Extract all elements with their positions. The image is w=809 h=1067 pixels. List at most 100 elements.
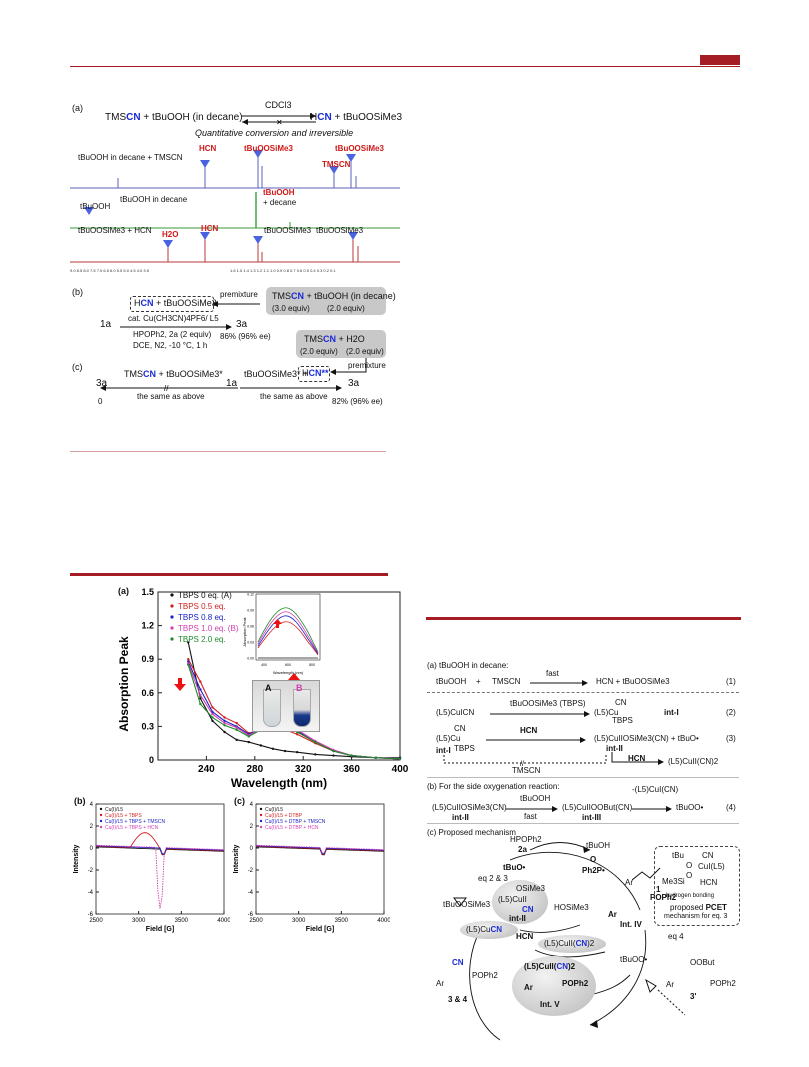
int-v-top: (L5)CuII(CN)2 [524, 962, 576, 971]
uv-data-point [247, 735, 250, 738]
grey-box-1-eq2: (2.0 equiv) [327, 304, 365, 313]
c-hcn-box [298, 366, 330, 382]
pcet-hcn: HCN [700, 878, 718, 887]
int-ii-label: int-II [509, 914, 526, 923]
grey-box-1-line1: TMSCN + tBuOOH (in decane) [272, 291, 396, 301]
prod-3a: 3a [236, 319, 248, 330]
uv-data-point [211, 716, 214, 719]
scheme-divider [70, 451, 386, 452]
down-arrow-icon [174, 678, 186, 691]
cucn-text: (L5)CuCN [466, 925, 503, 934]
eq3-cn: CN [454, 724, 466, 733]
c-left-reagents: TMSCN + tBuOOSiMe3* [124, 369, 223, 379]
nmr-h2o: H2O [162, 230, 179, 239]
equilibrium-arrows: ✕ [242, 113, 316, 126]
int-iv-ar: Ar [608, 910, 617, 919]
int-ii-cn: CN [522, 905, 534, 914]
uv-data-point [295, 750, 299, 754]
uv-data-point [211, 712, 214, 716]
c-3a-right: 3a [348, 378, 360, 389]
epr-ytick-label: -6 [248, 912, 254, 918]
eq3-num: (3) [726, 734, 736, 743]
epr-legend-item: Cu(I)/L5 + TBPS [105, 813, 142, 819]
prod3-oobut: OOBut [690, 958, 715, 967]
uv-xtick-label: 280 [246, 764, 263, 775]
cucn-bubble [460, 921, 518, 939]
nmr-buoosime3-3: tBuOOSiMe3 [264, 226, 312, 235]
eq1-plus: + [476, 677, 481, 686]
eq2-tbps: TBPS [612, 716, 633, 725]
int-iv-label: Int. IV [620, 920, 642, 929]
uv-legend-marker [170, 615, 174, 619]
svg-text:✕: ✕ [276, 118, 283, 126]
epr-series-line [95, 844, 225, 909]
eq1-fast: fast [546, 669, 559, 678]
eq3-tmscn: TMSCN [512, 766, 541, 775]
epr-xlabel: Field [G] [146, 926, 174, 933]
olefin-ar: Ar [625, 878, 633, 887]
epr-legend-marker [259, 825, 263, 829]
mech-eq4-ref: eq 4 [668, 932, 684, 941]
mech-hcn: HCN [516, 932, 534, 941]
uv-legend-item: TBPS 1.0 eq. (B) [178, 624, 239, 633]
uv-data-point [223, 721, 226, 725]
premix-label-2: premixture [348, 361, 386, 370]
up-arrow-icon [288, 673, 300, 686]
uv-data-point [247, 740, 250, 744]
uv-ytick-label: 0.9 [141, 654, 154, 664]
c-arrow-left: // [100, 384, 238, 392]
mech-eq23: eq 2 & 3 [478, 874, 508, 883]
eq1-arrow [530, 680, 588, 686]
eq4-fast: fast [524, 812, 537, 821]
inset-xtick-label: 800 [309, 663, 315, 667]
grey-box-2-eq1: (2.0 equiv) [300, 347, 338, 356]
uv-data-point [187, 660, 190, 663]
mech-hosime3: HOSiMe3 [554, 903, 589, 912]
epr-xtick-label: 3000 [292, 918, 306, 924]
eq3-right: (L5)CuIIOSiMe3(CN) + tBuO• [594, 734, 699, 743]
grey-box-2 [296, 330, 386, 358]
uv-data-point [314, 753, 317, 756]
epr-xtick-label: 2500 [249, 918, 263, 924]
reactant-tmscn: TMSCN + tBuOOH (in decane) [105, 112, 243, 123]
pcet-proposed: proposed PCET [670, 903, 727, 912]
uv-ylabel: Absorption Peak [117, 636, 131, 732]
uv-ytick-label: 1.5 [141, 587, 154, 597]
epr-frame [255, 803, 385, 915]
uv-data-point [211, 706, 214, 709]
epr-ytick-label: -4 [248, 890, 254, 896]
eq3-hcn2: HCN [628, 754, 646, 763]
epr-series-line [255, 844, 385, 854]
epr-ytick-label: -4 [88, 890, 94, 896]
epr-ytick-label: 4 [250, 802, 254, 808]
vial-b-label: B [296, 683, 303, 693]
uv-xtick-label: 320 [295, 764, 312, 775]
svg-text:Wavelength (nm): Wavelength (nm) [273, 670, 304, 675]
pcet-cu: CuI(L5) [698, 862, 725, 871]
uv-data-point [235, 738, 238, 742]
premix-label-1: premixture [220, 290, 258, 299]
uv-data-point [350, 754, 353, 757]
inset-ytick-label: 0.12 [247, 593, 254, 597]
epr-ytick-label: 0 [250, 846, 254, 852]
epr-xtick-label: 4000 [377, 918, 390, 924]
inset-ytick-label: 0.09 [247, 609, 254, 613]
cu2cn2-text: (L5)CuII(CN)2 [544, 939, 595, 948]
epr-ylabel: Intensity [233, 845, 240, 874]
uv-data-point [223, 730, 226, 734]
eq-divider-2 [427, 777, 739, 778]
epr-ytick-label: -2 [88, 868, 94, 874]
uv-label-a: (a) [118, 586, 129, 596]
epr-ylabel: Intensity [73, 845, 80, 874]
c-mid: tBuOOSiMe3* + [244, 369, 309, 379]
uv-plot-frame [157, 591, 401, 761]
uv-xlabel: Wavelength (nm) [231, 776, 327, 790]
sm-1a: 1a [100, 319, 112, 330]
epr-legend-item: Cu(I)/L5 + DTBP + HCN [265, 825, 319, 831]
eq4-num: (4) [726, 803, 736, 812]
epr-legend-item: Cu(I)/L5 + DTBP [265, 813, 303, 819]
grey-box-2-line1: TMSCN + H2O [304, 334, 365, 344]
uv-legend-marker [170, 604, 174, 608]
